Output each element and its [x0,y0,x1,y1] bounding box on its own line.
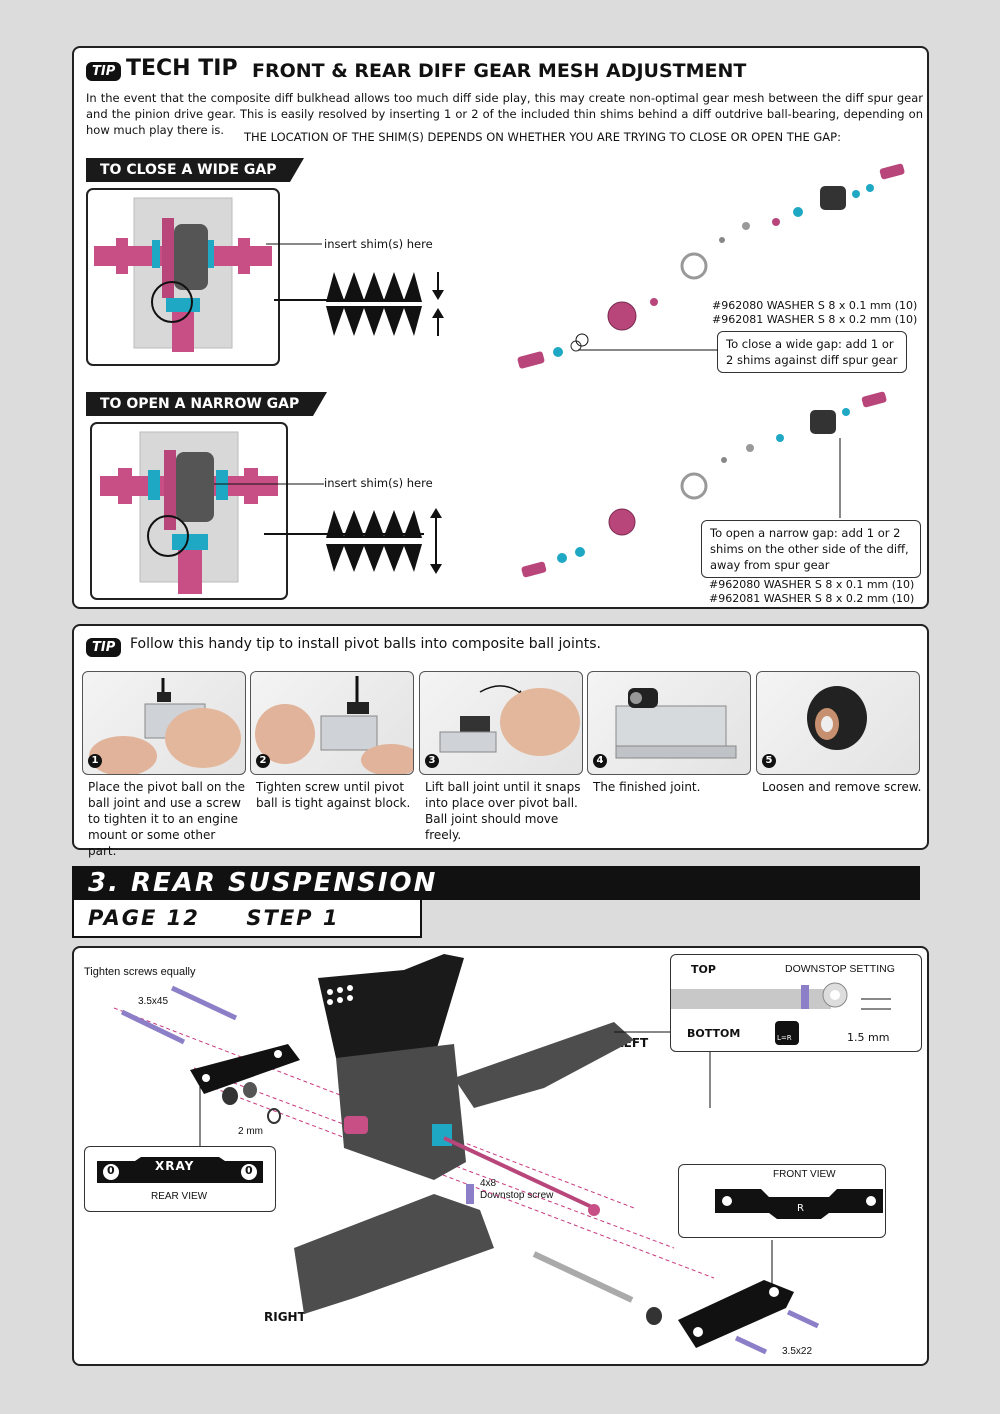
screw-bottom-size: 3.5x22 [782,1346,813,1357]
front-view-block [715,1189,883,1219]
tech-tip-subtitle: FRONT & REAR DIFF GEAR MESH ADJUSTMENT [252,60,747,82]
downstop-setting-inset: TOP DOWNSTOP SETTING BOTTOM L=R 1.5 mm [670,954,922,1052]
open-gear-mesh-icon [326,508,442,574]
pivot-step-photo-4 [587,671,751,775]
pivot-step-num-2: 2 [256,754,270,768]
rear-view-right-mark: 0 [245,1164,253,1177]
open-gap-diff-illustration [90,422,288,600]
pivot-step-num-5: 5 [762,754,776,768]
open-washer-1: #962080 WASHER S 8 x 0.1 mm (10) [709,578,915,591]
open-gap-exploded-view [521,391,887,578]
pivot-step-photo-1 [82,671,246,775]
pivot-step-photo-5 [756,671,920,775]
pivot-tip-panel: TIP Follow this handy tip to install piv… [72,624,929,858]
close-washer-2: #962081 WASHER S 8 x 0.2 mm (10) [712,313,918,326]
right-label: RIGHT [264,1310,306,1324]
open-insert-label: insert shim(s) here [324,476,433,490]
close-insert-label: insert shim(s) here [324,237,433,251]
downstop-size: 4x8 [480,1178,497,1189]
rear-view-block [97,1157,263,1183]
downstop-setting-title: DOWNSTOP SETTING [785,963,895,975]
close-gap-exploded-view [517,163,905,369]
rear-view-left-mark: 0 [107,1164,115,1177]
close-washer-1: #962080 WASHER S 8 x 0.1 mm (10) [712,299,918,312]
pivot-step-photo-2 [250,671,414,775]
pivot-step-num-3: 3 [425,754,439,768]
pivot-step-text-3: Lift ball joint until it snaps into plac… [425,780,581,842]
close-gap-diff-illustration [86,188,280,366]
front-view-inset: FRONT VIEW R [678,1164,886,1238]
location-note: THE LOCATION OF THE SHIM(S) DEPENDS ON W… [244,130,841,144]
close-callout-leader [575,333,718,351]
washer-2mm-label: 2 mm [238,1126,263,1137]
close-gap-heading: TO CLOSE A WIDE GAP [86,158,305,182]
tech-tip-panel: TIP TECH TIP FRONT & REAR DIFF GEAR MESH… [72,46,929,609]
pivot-step-text-4: The finished joint. [593,780,701,794]
pivot-tip-badge: TIP [86,638,122,657]
tip-badge: TIP [86,62,122,81]
front-view-label: FRONT VIEW [773,1169,836,1180]
downstop-lr-badge: L=R [775,1021,799,1045]
rear-view-inset: 0 0 XRAY REAR VIEW [84,1146,276,1212]
rear-view-brand: XRAY [155,1159,195,1173]
pivot-step-num-4: 4 [593,754,607,768]
close-gear-mesh-icon [326,272,444,336]
pivot-step-text-1: Place the pivot ball on the ball joint a… [88,780,246,858]
downstop-top-label: TOP [691,963,716,976]
pivot-step-num-1: 1 [88,754,102,768]
tech-tip-title: TECH TIP [126,56,238,81]
downstop-label: Downstop screw [480,1190,554,1201]
pivot-step-text-2: Tighten screw until pivot ball is tight … [256,780,411,810]
screw-top-size: 3.5x45 [138,996,169,1007]
page-step-box: PAGE 12 STEP 1 [72,900,422,938]
rear-suspension-panel: Tighten screws equally 3.5x45 2 mm 4x8 D… [72,946,929,1366]
open-washer-2: #962081 WASHER S 8 x 0.2 mm (10) [709,592,915,605]
tighten-note: Tighten screws equally [84,966,196,978]
rear-view-label: REAR VIEW [151,1191,208,1202]
page-step-label: PAGE 12 STEP 1 [88,906,340,930]
downstop-bottom-label: BOTTOM [687,1027,741,1040]
downstop-gauge [671,982,891,1010]
section-title: 3. REAR SUSPENSION [72,866,920,900]
pivot-step-photo-3 [419,671,583,775]
tech-tip-intro: In the event that the composite diff bul… [86,91,923,137]
downstop-lr-label: L=R [777,1034,792,1042]
rear-suspension-exploded-view [113,954,820,1355]
pivot-step-text-5: Loosen and remove screw. [762,780,922,794]
front-view-mark: R [797,1203,804,1214]
open-gap-callout: To open a narrow gap: add 1 or 2 shims o… [701,520,921,578]
pivot-tip-title: Follow this handy tip to install pivot b… [130,636,601,652]
close-gap-callout: To close a wide gap: add 1 or 2 shims ag… [717,331,907,373]
downstop-value: 1.5 mm [847,1031,890,1044]
open-gap-heading: TO OPEN A NARROW GAP [86,392,328,416]
